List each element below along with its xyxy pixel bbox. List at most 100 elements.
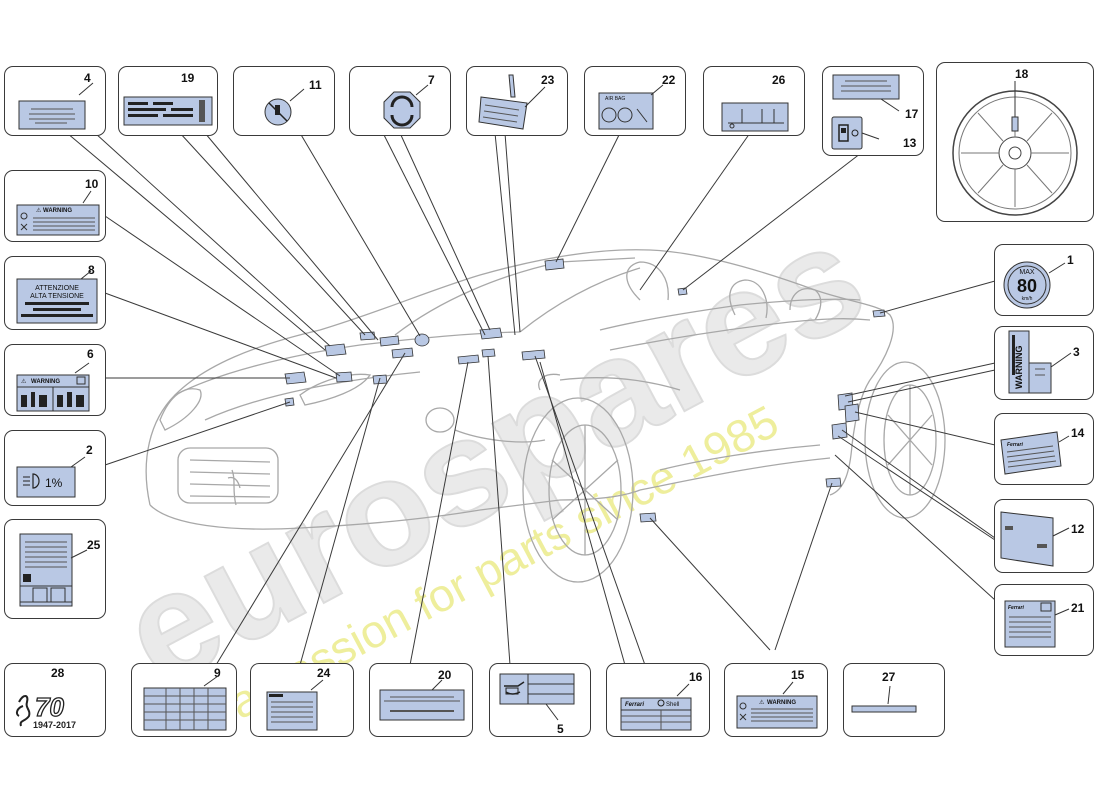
part-box-23[interactable]: 23 — [466, 66, 568, 136]
warning-text: WARNING — [31, 379, 60, 385]
part-box-14[interactable]: 14 Ferrari — [994, 413, 1094, 485]
callout-number: 23 — [541, 73, 555, 87]
callout-number: 17 — [905, 107, 919, 121]
strip-label-graphic — [851, 685, 917, 713]
callout-number: 25 — [87, 538, 101, 552]
callout-number: 13 — [903, 136, 917, 150]
callout-number: 22 — [662, 73, 676, 87]
part-box-6[interactable]: 6 ⚠ WARNING — [4, 344, 106, 416]
callout-number: 28 — [51, 666, 65, 680]
warning-text: WARNING — [767, 700, 796, 706]
callout-number: 3 — [1073, 345, 1080, 359]
anniversary-badge-graphic: 70 1947-2017 — [15, 691, 76, 730]
part-box-15[interactable]: 15 ⚠ WARNING — [724, 663, 828, 737]
part-box-21[interactable]: 21 Ferrari — [994, 584, 1094, 656]
callout-number: 18 — [1015, 67, 1029, 81]
label-graphic: Ferrari — [1004, 600, 1070, 648]
part-box-5[interactable]: 5 — [489, 663, 591, 737]
callout-number: 20 — [438, 668, 452, 682]
label-graphic — [1000, 511, 1070, 567]
anniversary-number: 70 — [35, 692, 64, 722]
high-voltage-label-graphic: ATTENZIONE ALTA TENSIONE — [16, 270, 98, 324]
part-box-24[interactable]: 24 — [250, 663, 354, 737]
part-box-28[interactable]: 28 70 1947-2017 — [4, 663, 106, 737]
part-box-26[interactable]: 26 — [703, 66, 805, 136]
no-cell-phone-label-icon — [264, 88, 305, 126]
callout-number: 4 — [84, 71, 91, 85]
callout-number: 11 — [309, 78, 322, 92]
callout-number: 9 — [214, 666, 221, 680]
callout-number: 21 — [1071, 601, 1085, 615]
part-box-10[interactable]: 10 WARNING ⚠ — [4, 170, 106, 242]
label-graphic — [19, 533, 88, 607]
part-box-16[interactable]: 16 Ferrari Shell — [606, 663, 710, 737]
callout-number: 5 — [557, 722, 564, 736]
lubricant-label-graphic: Ferrari Shell — [620, 683, 692, 731]
callout-number: 1 — [1067, 253, 1074, 267]
callout-number: 7 — [428, 73, 435, 87]
warning-pictogram-label: ⚠ WARNING — [16, 362, 90, 412]
callout-number: 19 — [181, 71, 195, 85]
ferrari-text: Ferrari — [1008, 605, 1024, 611]
part-box-22[interactable]: 22 AIR BAG — [584, 66, 686, 136]
part-box-11[interactable]: 11 — [233, 66, 335, 136]
attenzione-text: ATTENZIONE — [35, 285, 79, 292]
ferrari-text: Ferrari — [625, 702, 644, 708]
part-box-18[interactable]: 18 — [936, 62, 1094, 222]
label-graphic: Ferrari — [1000, 431, 1070, 475]
callout-number: 26 — [772, 73, 786, 87]
part-box-17-13[interactable]: 17 13 — [822, 66, 924, 156]
callout-number: 10 — [85, 177, 99, 191]
max-speed-label: MAX 80 km/h — [1003, 261, 1066, 309]
anniversary-years: 1947-2017 — [33, 720, 76, 730]
callout-number: 14 — [1071, 426, 1085, 440]
warning-label-graphic: ⚠ WARNING — [736, 681, 818, 729]
label-graphic — [266, 679, 324, 731]
callout-number: 8 — [88, 263, 95, 277]
part-box-19[interactable]: 19 — [118, 66, 218, 136]
part-box-4[interactable]: 4 — [4, 66, 106, 136]
headlamp-level-label: 1% — [16, 456, 86, 498]
part-box-12[interactable]: 12 — [994, 499, 1094, 573]
alta-tensione-text: ALTA TENSIONE — [30, 293, 84, 300]
callout-number: 15 — [791, 668, 805, 682]
label-graphic — [123, 96, 213, 126]
label-graphic — [379, 679, 465, 721]
headlamp-percent: 1% — [45, 476, 63, 490]
label-graphic — [478, 74, 546, 130]
warning-text: WARNING — [43, 208, 72, 214]
label-graphic — [721, 102, 789, 132]
speed-unit: km/h — [1022, 296, 1033, 302]
airbag-label-graphic: AIR BAG — [598, 84, 664, 130]
callout-number: 16 — [689, 670, 703, 684]
part-box-8[interactable]: 8 ATTENZIONE ALTA TENSIONE — [4, 256, 106, 330]
svg-text:⚠: ⚠ — [759, 699, 765, 706]
airbag-text: AIR BAG — [605, 96, 625, 102]
max-speed-value: 80 — [1017, 276, 1037, 296]
warning-strip-label: WARNING — [1008, 330, 1072, 394]
oil-label-graphic — [499, 673, 575, 721]
octagon-label-icon — [383, 84, 429, 129]
shell-text: Shell — [666, 702, 679, 708]
part-box-7[interactable]: 7 — [349, 66, 451, 136]
part-box-25[interactable]: 25 — [4, 519, 106, 619]
part-box-2[interactable]: 2 1% — [4, 430, 106, 506]
max-text: MAX — [1019, 269, 1035, 276]
callout-number: 6 — [87, 347, 94, 361]
callout-number: 2 — [86, 443, 93, 457]
part-box-3[interactable]: 3 WARNING — [994, 326, 1094, 400]
callout-number: 12 — [1071, 522, 1085, 536]
part-box-9[interactable]: 9 — [131, 663, 237, 737]
ferrari-text: Ferrari — [1007, 442, 1023, 448]
part-box-27[interactable]: 27 — [843, 663, 945, 737]
svg-text:⚠: ⚠ — [21, 378, 27, 385]
svg-text:⚠: ⚠ — [36, 207, 42, 214]
callout-number: 24 — [317, 666, 331, 680]
part-box-20[interactable]: 20 — [369, 663, 473, 737]
warning-text: WARNING — [1014, 346, 1024, 390]
warning-label-graphic: WARNING ⚠ — [16, 190, 100, 236]
part-box-1[interactable]: 1 MAX 80 km/h — [994, 244, 1094, 316]
car-label-markers — [284, 258, 886, 523]
